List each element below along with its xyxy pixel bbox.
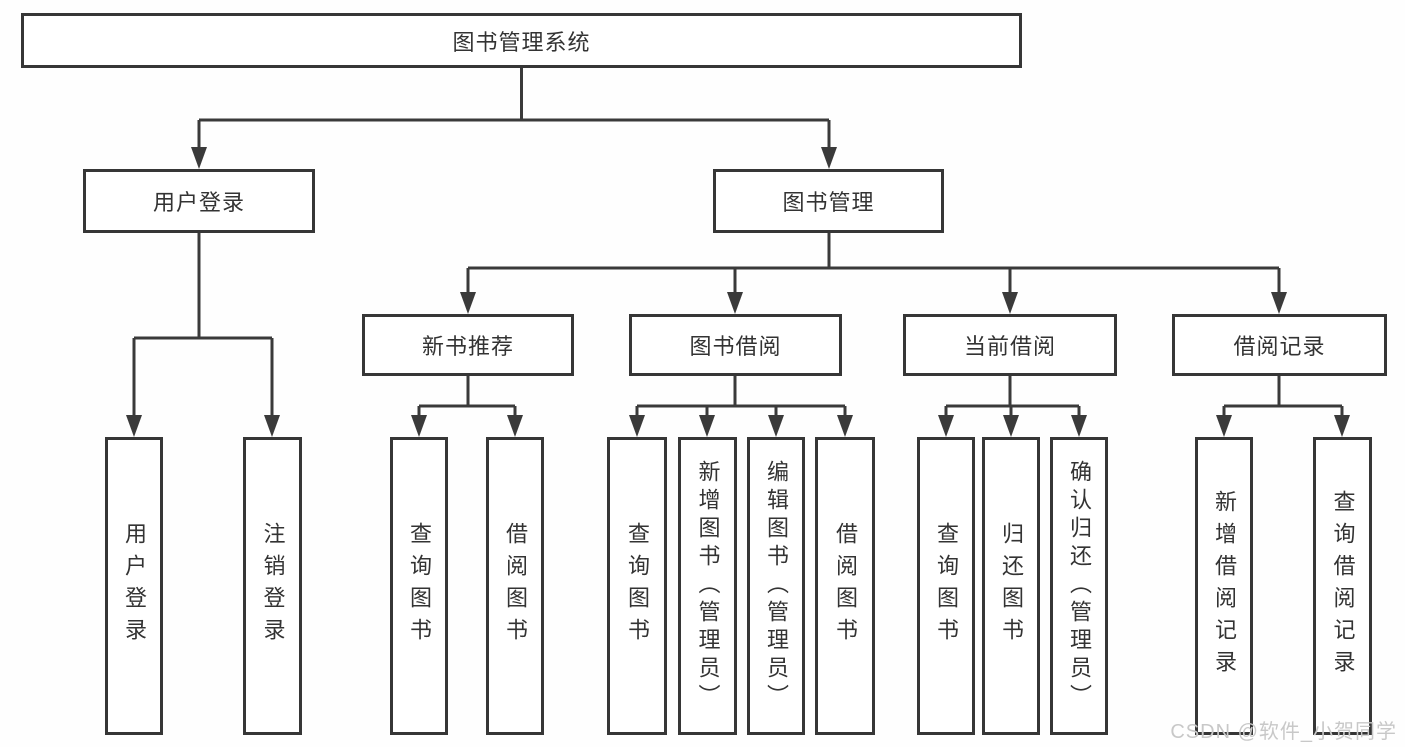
leaf-add-books-admin: 新增图书（管理员）	[678, 437, 737, 735]
connector-new-book-to-leaves	[411, 375, 523, 437]
leaf-label: 确认归还（管理员）	[1067, 460, 1092, 712]
leaf-edit-books-admin: 编辑图书（管理员）	[747, 437, 805, 735]
leaf-label: 借阅图书	[833, 522, 858, 650]
node-book-management: 图书管理	[713, 169, 944, 233]
leaf-logout: 注销登录	[243, 437, 302, 735]
node-label: 借阅记录	[1233, 334, 1326, 359]
leaf-label: 查询借阅记录	[1330, 490, 1356, 682]
leaf-label: 借阅图书	[503, 522, 528, 650]
node-label: 当前借阅	[963, 334, 1056, 359]
leaf-return-books: 归还图书	[982, 437, 1040, 735]
csdn-watermark: CSDN @软件_小贺同学	[1170, 721, 1397, 743]
leaf-label: 归还图书	[999, 522, 1024, 650]
node-current-borrowing: 当前借阅	[903, 314, 1117, 376]
leaf-confirm-return-admin: 确认归还（管理员）	[1050, 437, 1108, 735]
node-user-login: 用户登录	[83, 169, 315, 233]
connector-book-borrowing-to-leaves	[629, 375, 853, 437]
node-book-borrowing: 图书借阅	[629, 314, 842, 376]
leaf-query-books-current: 查询图书	[917, 437, 975, 735]
node-borrowing-records: 借阅记录	[1172, 314, 1387, 376]
leaf-query-books-recommend: 查询图书	[390, 437, 448, 735]
leaf-label: 新增借阅记录	[1212, 490, 1237, 682]
leaf-label: 编辑图书（管理员）	[764, 460, 789, 712]
leaf-label: 注销登录	[260, 522, 286, 650]
node-library-management-system: 图书管理系统	[21, 13, 1022, 68]
node-new-book-recommend: 新书推荐	[362, 314, 574, 376]
node-label: 图书管理	[782, 190, 875, 215]
leaf-label: 查询图书	[625, 522, 650, 650]
leaf-label: 查询图书	[407, 522, 432, 650]
leaf-borrow-books-borrowing: 借阅图书	[815, 437, 875, 735]
connector-current-borrowing-to-leaves	[938, 375, 1087, 437]
leaf-query-borrow-record: 查询借阅记录	[1313, 437, 1372, 735]
connector-user-login-to-leaves	[126, 232, 280, 437]
leaf-borrow-books-recommend: 借阅图书	[486, 437, 544, 735]
leaf-user-login: 用户登录	[105, 437, 163, 735]
leaf-label: 查询图书	[934, 522, 959, 650]
node-label: 新书推荐	[421, 334, 514, 359]
leaf-add-borrow-record: 新增借阅记录	[1195, 437, 1253, 735]
connector-borrowing-records-to-leaves	[1216, 375, 1350, 437]
leaf-query-books-borrowing: 查询图书	[607, 437, 667, 735]
leaf-label: 新增图书（管理员）	[695, 460, 721, 712]
node-label: 图书管理系统	[452, 29, 591, 55]
leaf-label: 用户登录	[122, 522, 147, 650]
connector-root-to-level2	[191, 67, 837, 169]
connector-book-management-to-level3	[460, 232, 1287, 314]
node-label: 图书借阅	[689, 334, 782, 359]
node-label: 用户登录	[152, 190, 245, 215]
